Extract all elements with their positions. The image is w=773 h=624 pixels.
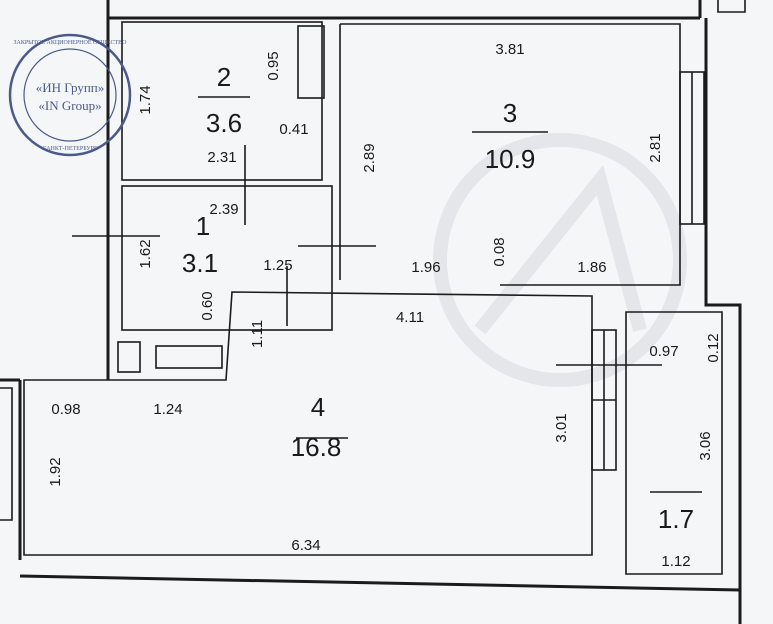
dim-room3-left: 2.89: [361, 143, 378, 172]
room-2-niche: [297, 25, 325, 99]
dim-room4-top: 4.11: [396, 309, 424, 326]
room-3-number: 3: [503, 98, 517, 128]
room-2-area: 3.6: [206, 108, 242, 138]
wall-top-right-detail: [717, 0, 746, 13]
room-3-window: [679, 71, 705, 225]
neighbor-outline: [0, 387, 13, 521]
dim-room3-offset: 0.08: [491, 237, 508, 266]
stamp-ring-text: ЗАКРЫТОЕ АКЦИОНЕРНОЕ ОБЩЕСТВО: [14, 40, 128, 46]
room-3-area: 10.9: [485, 144, 536, 174]
room-4-outline: [23, 291, 593, 556]
dim-room3-width: 3.81: [495, 41, 524, 58]
room-labels: 2 3.6 3 10.9 1 3.1 4 16.8 1.7: [182, 62, 694, 534]
dim-room3-bottom-right: 1.86: [577, 259, 606, 276]
room-4-number: 4: [311, 392, 325, 422]
dim-room1-width: 2.39: [209, 201, 238, 218]
room-1-number: 1: [196, 211, 210, 241]
dim-room4-hall-top: 1.24: [153, 401, 182, 418]
dim-room4-left: 1.92: [47, 457, 64, 486]
dim-balcony-top: 0.97: [649, 343, 678, 360]
dimension-lines: [72, 96, 702, 493]
room-1-area: 3.1: [182, 248, 218, 278]
dim-room4-right: 3.01: [553, 413, 570, 442]
dim-room4-step: 1.11: [249, 320, 266, 348]
room-4-area: 16.8: [291, 432, 342, 462]
room-2-number: 2: [217, 62, 231, 92]
room-1-outline: [121, 185, 333, 331]
dim-room1-bottom: 0.60: [199, 291, 216, 320]
dim-room2-niche: 0.95: [265, 51, 282, 80]
stamp-city: САНКТ-ПЕТЕРБУРГ: [43, 146, 99, 152]
dim-room2-step: 0.41: [279, 121, 308, 138]
dim-room4-bottom: 6.34: [291, 537, 320, 554]
stamp-line2: «IN Group»: [38, 98, 101, 113]
dim-room3-bottom-left: 1.96: [411, 259, 440, 276]
dim-room1-height: 1.62: [137, 239, 154, 268]
dim-balcony-width: 1.12: [661, 553, 690, 570]
dimension-labels: 1.74 0.95 0.41 2.31 3.81 2.89 2.81 1.96 …: [47, 41, 722, 570]
dim-balcony-height: 3.06: [697, 431, 714, 460]
closet-wide: [155, 345, 223, 369]
stamp-line1: «ИН Групп»: [36, 80, 104, 95]
dim-room4-left-top: 0.98: [51, 401, 80, 418]
closet-small: [117, 341, 141, 373]
company-stamp: «ИН Групп» «IN Group» ЗАКРЫТОЕ АКЦИОНЕРН…: [8, 33, 132, 157]
balcony-outline: [625, 311, 723, 575]
dim-room3-right: 2.81: [647, 133, 664, 162]
balcony-area: 1.7: [658, 504, 694, 534]
walls: [0, 0, 746, 624]
wall-right: [704, 18, 742, 624]
room-2-outline: [121, 21, 323, 181]
background-watermark: [433, 133, 687, 387]
room-4-window: [591, 329, 617, 471]
dim-room2-height: 1.74: [137, 85, 154, 114]
dim-room1-door: 1.25: [263, 257, 292, 274]
dim-room2-width: 2.31: [207, 149, 236, 166]
wall-bottom: [19, 574, 741, 592]
dim-balcony-offset: 0.12: [705, 333, 722, 362]
